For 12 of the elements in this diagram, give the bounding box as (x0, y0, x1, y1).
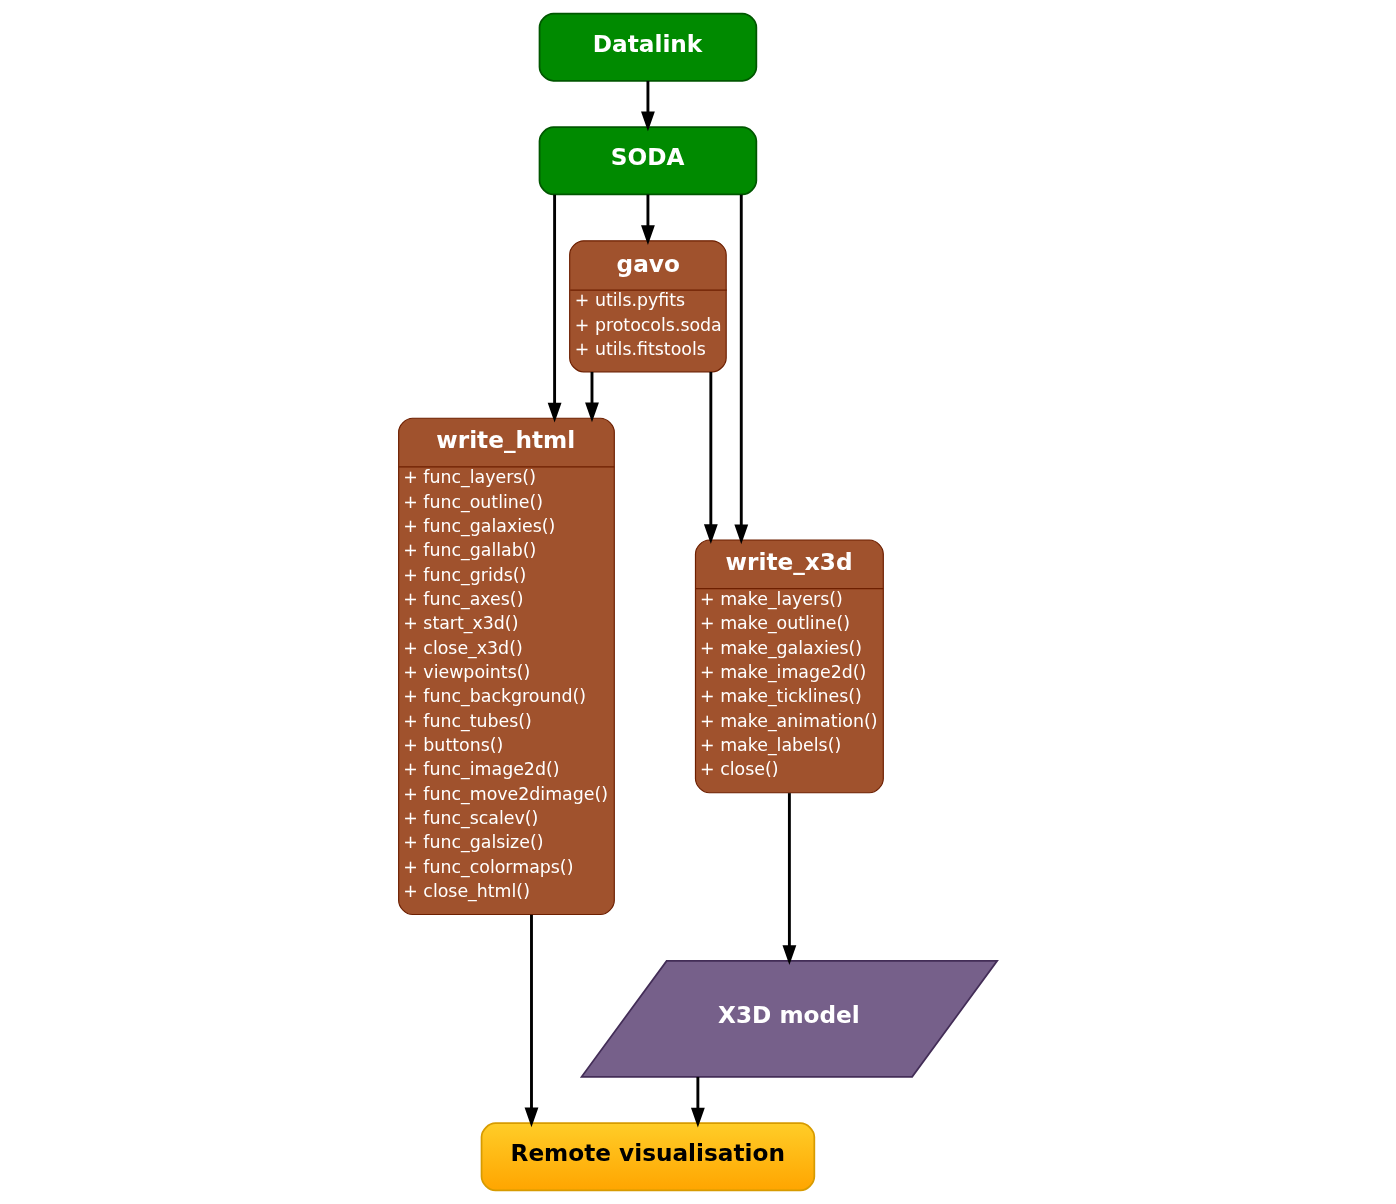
node-box: Datalink (538, 12, 758, 82)
arrow (585, 371, 599, 423)
arrow (641, 194, 655, 246)
arrow (703, 371, 718, 544)
node-box: Remote visualisation (480, 1122, 816, 1192)
arrow (524, 914, 539, 1128)
arrow (547, 194, 562, 423)
node-box: SODA (538, 126, 758, 196)
arrow (641, 80, 655, 132)
arrow (734, 194, 749, 545)
arrow (782, 793, 797, 965)
arrow (690, 1076, 705, 1128)
